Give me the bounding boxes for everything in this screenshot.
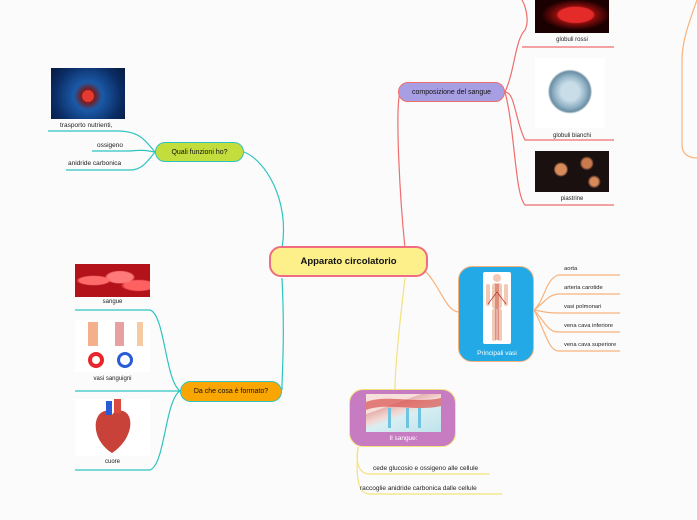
composition-label: Da che cosa è formato? <box>193 388 269 395</box>
vessels-item-4: vena cava inferiore <box>564 323 613 329</box>
heart-body-image <box>51 68 125 119</box>
platelets-image <box>535 151 609 192</box>
blood-topic[interactable]: Il sangue: <box>349 389 456 447</box>
white-blood-cell-image <box>535 58 605 128</box>
composition-item-3: cuore <box>104 459 120 465</box>
heart-image <box>75 399 150 456</box>
link-comp-1 <box>75 309 181 392</box>
central-topic-label: Apparato circolatorio <box>300 256 397 267</box>
blood-cells-image <box>75 264 150 297</box>
link-fn-1 <box>48 130 156 153</box>
blood-label: Il sangue: <box>389 435 418 442</box>
link-v-1 <box>533 274 620 311</box>
functions-item-1: trasporto nutrienti, <box>60 122 113 129</box>
functions-item-3: anidride carbonica <box>68 160 122 167</box>
blood-composition-item-3: piastrine <box>560 196 584 202</box>
link-bc-1 <box>504 0 528 93</box>
link-central-composition <box>281 277 284 391</box>
blood-composition-label: composizione del sangue <box>412 88 491 96</box>
vessels-item-3: vasi polmonari <box>564 304 602 310</box>
blood-composition-item-2: globuli bianchi <box>552 133 592 139</box>
link-central-functions <box>243 151 284 249</box>
link-central-blood <box>394 277 406 391</box>
link-bc-2 <box>504 91 614 141</box>
link-bc-3 <box>504 91 614 206</box>
link-v-2 <box>533 293 620 311</box>
link-b-2 <box>356 446 502 495</box>
offscreen-frame <box>681 0 697 159</box>
link-fn-2 <box>92 149 156 153</box>
blood-vessels-image <box>75 320 150 372</box>
functions-topic[interactable]: Quali funzioni ho? <box>155 142 244 162</box>
blood-item-2: raccoglie anidride carbonica dalle cellu… <box>360 485 477 492</box>
link-v-3 <box>533 309 620 314</box>
blood-exchange-image <box>366 394 441 432</box>
functions-label: Quali funzioni ho? <box>171 148 228 156</box>
link-v-5 <box>533 309 620 352</box>
vessels-label: Principali vasi <box>477 350 517 357</box>
composition-item-1: sangue <box>102 299 123 305</box>
vessels-item-1: aorta <box>564 266 578 272</box>
vessels-topic[interactable]: Principali vasi <box>458 266 534 362</box>
composition-item-2: vasi sanguigni <box>93 376 132 382</box>
vessels-item-5: vena cava superiore <box>564 342 617 348</box>
blood-composition-item-1: globuli rossi <box>556 37 588 43</box>
link-v-4 <box>533 309 620 333</box>
blood-composition-topic[interactable]: composizione del sangue <box>398 82 505 102</box>
link-fn-3 <box>66 151 156 171</box>
red-blood-cell-image <box>535 0 609 33</box>
link-central-vessels <box>423 269 459 313</box>
central-topic[interactable]: Apparato circolatorio <box>269 246 428 277</box>
link-central-bloodcomp <box>397 91 406 249</box>
vessels-item-2: arteria carotide <box>564 285 603 291</box>
link-comp-3 <box>75 390 181 471</box>
functions-item-2: ossigeno <box>97 142 124 149</box>
blood-item-1: cede glucosio e ossigeno alle cellule <box>373 465 479 472</box>
composition-topic[interactable]: Da che cosa è formato? <box>180 381 282 402</box>
body-vessels-image <box>483 272 511 344</box>
